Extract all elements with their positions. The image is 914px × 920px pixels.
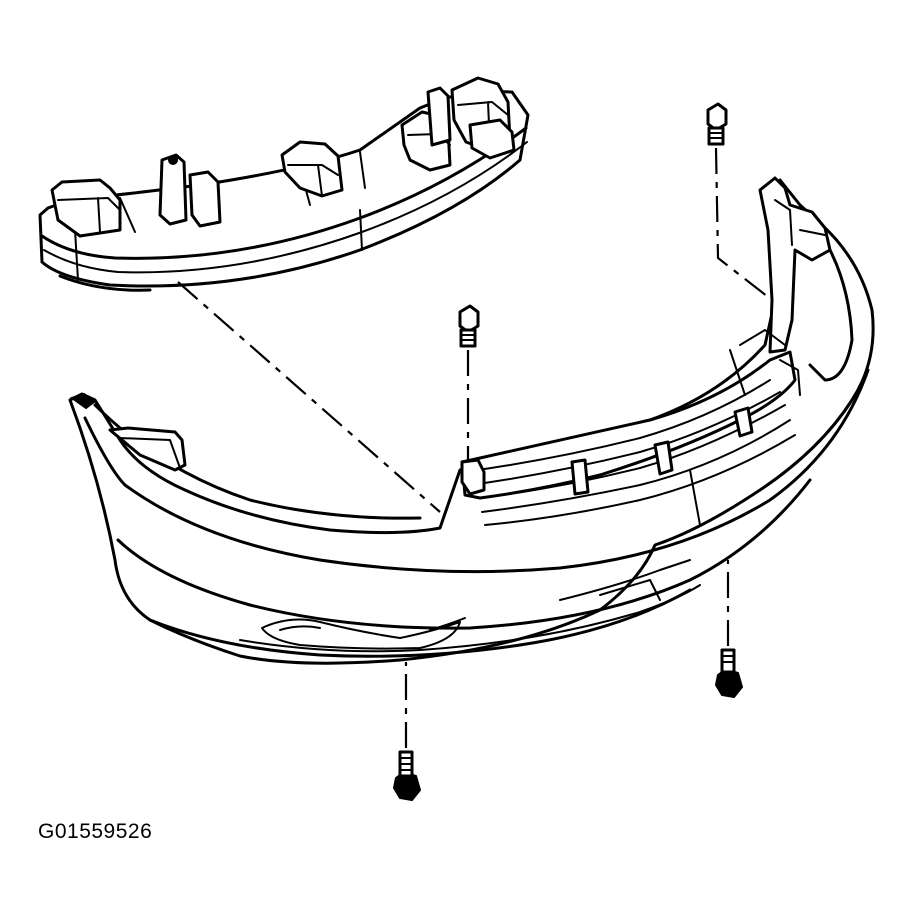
center-clip (460, 458, 486, 496)
diagram-code-label: G01559526 (38, 820, 153, 843)
lower-right-bolt (714, 648, 744, 699)
bumper-fascia (68, 176, 875, 665)
absorber-leader-line (177, 281, 441, 513)
upper-right-bolt (706, 102, 728, 146)
center-bolt (458, 304, 480, 348)
lower-center-bolt (392, 750, 422, 802)
energy-absorber (38, 76, 530, 292)
upper-right-bolt-leader (714, 147, 773, 301)
